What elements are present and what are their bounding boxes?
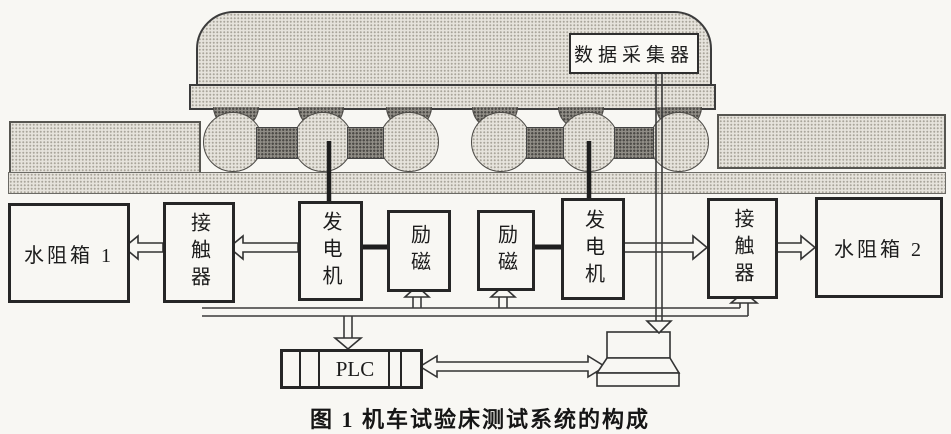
roller-coupling: [256, 127, 298, 159]
arrowhead-datacollector-to-computer: [645, 320, 673, 335]
box-excitation-2-label: 励磁: [494, 223, 517, 278]
box-excitation-2: 励磁: [477, 210, 535, 291]
arrowhead-bus-to-excitation2: [488, 284, 518, 298]
platform-right: [717, 114, 946, 169]
plc-slot-divider: [299, 352, 301, 386]
plc-label: PLC: [335, 356, 375, 381]
data-collector-box: 数据采集器: [569, 33, 699, 74]
box-excitation-1-label: 励磁: [407, 224, 430, 278]
roller-coupling: [526, 127, 564, 159]
box-water-box-1: 水阻箱 1: [8, 203, 130, 303]
arrow-generator2-to-contactor2: [618, 234, 709, 261]
figure-caption: 图 1 机车试验床测试系统的构成: [309, 407, 650, 432]
box-contactor-2: 接触器: [707, 198, 778, 299]
plc-slot-divider: [388, 352, 390, 386]
data-collector-line: [655, 70, 663, 321]
box-contactor-2-label: 接触器: [731, 208, 753, 289]
computer-icon: [595, 331, 681, 387]
box-water-box-2: 水阻箱 2: [815, 197, 943, 298]
test-roller: [379, 112, 439, 172]
plc-slot-divider: [318, 352, 320, 386]
arrow-contactor2-to-waterbox2: [771, 234, 817, 261]
test-roller: [649, 112, 709, 172]
arrow-generator1-to-contactor1: [227, 234, 299, 261]
box-generator-1-label: 发电机: [319, 210, 341, 292]
arrow-plc-computer: [418, 354, 607, 379]
box-contactor-1: 接触器: [163, 202, 235, 303]
test-roller: [471, 112, 531, 172]
arrowhead-bus-to-plc: [332, 337, 364, 351]
test-roller: [203, 112, 263, 172]
roller-coupling: [614, 127, 654, 159]
plc-slot-divider: [400, 352, 402, 386]
box-contactor-1-label: 接触器: [187, 212, 210, 293]
data-collector-label: 数据采集器: [573, 45, 694, 66]
ground-strip: [8, 172, 946, 194]
locomotive-underframe: [189, 84, 716, 110]
arrow-contactor1-to-waterbox1: [122, 234, 164, 261]
box-generator-1: 发电机: [298, 201, 363, 301]
box-excitation-1: 励磁: [387, 210, 451, 292]
box-water-box-2-label: 水阻箱 2: [834, 239, 924, 261]
box-water-box-1-label: 水阻箱 1: [24, 244, 114, 267]
roller-coupling: [347, 127, 384, 159]
box-generator-2-label: 发电机: [581, 208, 604, 290]
box-generator-2: 发电机: [561, 198, 625, 300]
control-bus: [202, 297, 749, 338]
plc-module: PLC: [280, 349, 423, 389]
